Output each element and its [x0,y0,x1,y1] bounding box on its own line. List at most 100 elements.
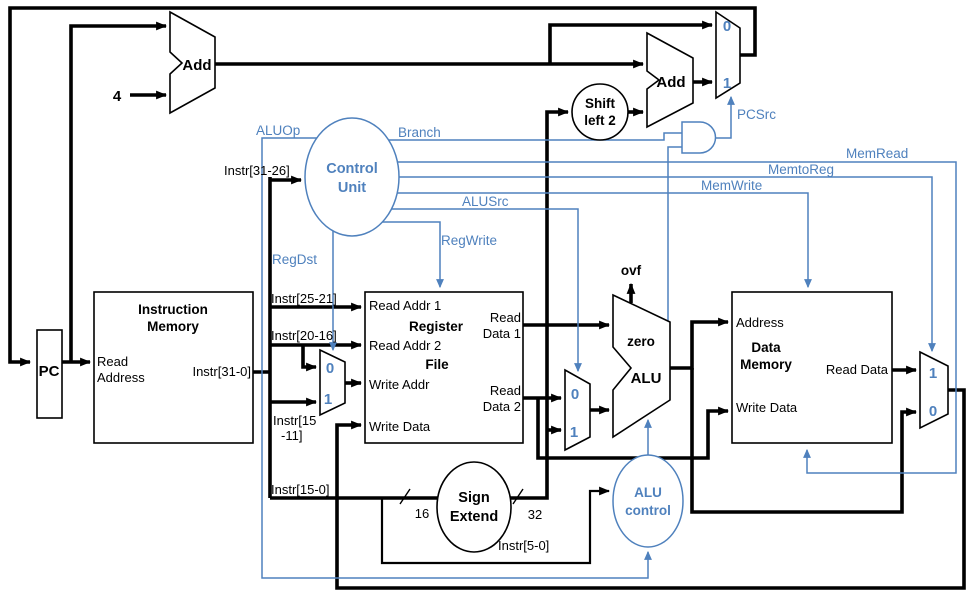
dm-write-data: Write Data [736,400,798,415]
im-read-address-1: Read [97,354,128,369]
im-title-2: Memory [147,319,199,334]
memwrite-label: MemWrite [701,178,762,193]
constant-four-label: 4 [113,88,122,105]
wire-writeback-to-rf-writedata [335,388,966,590]
pc-label: PC [39,363,60,380]
control-wires [261,95,957,579]
alu-label: ALU [631,370,662,387]
rf-title-1: Register [409,319,464,334]
sign-extend-label-2: Extend [450,509,498,525]
sign-extend-shape [436,461,512,553]
blocks [36,10,949,553]
pcsrc-label: PCSrc [737,107,776,122]
im-title-1: Instruction [138,302,208,317]
instr-15-11-label-2: -11] [281,428,302,443]
alu-control-label-2: control [625,503,671,518]
adder-pc-label: Add [182,57,211,74]
regdst-mux-input-0: 0 [326,360,334,377]
regdst-label: RegDst [272,252,317,267]
wire-instr150-signextend-shiftleft2 [270,107,570,500]
sign-extend-label-1: Sign [458,490,489,506]
instruction-memory-block [93,291,254,444]
rf-read-data1-1: Read [490,310,521,325]
wire-pc-to-adder-pc [69,21,168,362]
rf-write-data: Write Data [369,419,431,434]
memtoreg-mux-shape [919,350,949,430]
alusrc-mux-shape [564,368,591,452]
wire-instr2016-to-regdst-mux0 [301,345,318,372]
rf-write-addr: Write Addr [369,377,430,392]
rf-read-data2-2: Data 2 [483,399,521,414]
bus-width-tick-32 [512,488,524,505]
rf-read-data1-2: Data 1 [483,326,521,341]
alu-shape [612,293,671,439]
pcsrc-mux-input-1: 1 [723,75,731,92]
wire-readdata2-to-dm-writedata [536,398,730,460]
shift-left-label-2: left 2 [584,113,616,128]
wire-aluop [261,137,652,579]
alu-ovf-label: ovf [621,263,642,278]
rf-read-addr1: Read Addr 1 [369,298,441,313]
dm-read-data: Read Data [826,362,889,377]
labels: PC Add Add 4 Shift left 2 Control Unit I… [39,18,938,553]
regwrite-label: RegWrite [441,233,497,248]
wire-branch [389,132,682,141]
register-file-block [364,291,524,444]
adder-pc-shape [169,10,216,115]
alu-control-shape [612,454,684,548]
dm-address: Address [736,315,784,330]
instr-25-21-label: Instr[25-21] [271,291,337,306]
wire-memread [398,161,957,474]
alusrc-mux-input-0: 0 [571,386,579,403]
rf-read-data2-1: Read [490,383,521,398]
wire-instr50-to-alu-control [380,486,611,565]
shift-left-label-1: Shift [585,96,615,111]
wire-pcsrc-mux-to-pc [8,6,757,367]
dm-title-2: Memory [740,357,792,372]
alu-control-label-1: ALU [634,485,662,500]
regdst-mux-input-1: 1 [324,391,332,408]
alusrc-label: ALUSrc [462,194,509,209]
bus-width-16: 16 [415,506,429,521]
datapath-wires [8,6,966,590]
alu-zero-label: zero [627,334,655,349]
aluop-label: ALUOp [256,123,300,138]
pc-register [36,329,63,419]
instr-31-26-label: Instr[31-26] [224,163,290,178]
rf-title-2: File [425,357,449,372]
adder-branch-shape [646,31,694,129]
instr-5-0-label: Instr[5-0] [498,538,549,553]
memtoreg-label: MemtoReg [768,162,834,177]
memread-label: MemRead [846,146,908,161]
im-instr-out: Instr[31-0] [192,364,251,379]
im-read-address-2: Address [97,370,145,385]
wire-pc4-to-pcsrc-mux0 [548,20,714,64]
alusrc-mux-input-1: 1 [570,424,578,441]
wire-regwrite [382,221,444,289]
instr-15-11-label-1: Instr[15 [273,413,316,428]
memtoreg-mux-input-0: 0 [929,403,937,420]
control-unit-shape [304,117,400,237]
wire-zero-to-and [667,146,682,338]
wire-alu-to-dm-address [670,317,730,370]
rf-read-addr2: Read Addr 2 [369,338,441,353]
wire-alu-bypass-to-memtoreg-mux0 [690,368,918,514]
shift-left-2-shape [571,83,629,141]
control-unit-label-1: Control [326,161,378,177]
wire-memtoreg [399,176,936,353]
wire-alusrc [391,208,582,373]
wire-memwrite [397,192,812,289]
control-unit-label-2: Unit [338,180,366,196]
dm-title-1: Data [751,340,781,355]
branch-label: Branch [398,125,441,140]
pcsrc-mux-shape [715,10,741,100]
instr-20-16-label: Instr[20-16] [271,328,337,343]
adder-branch-label: Add [656,74,685,91]
bus-width-tick-16 [399,488,411,505]
and-gate [681,121,717,154]
instr-15-0-label: Instr[15-0] [271,482,330,497]
data-memory-block [731,291,893,444]
memtoreg-mux-input-1: 1 [929,365,937,382]
